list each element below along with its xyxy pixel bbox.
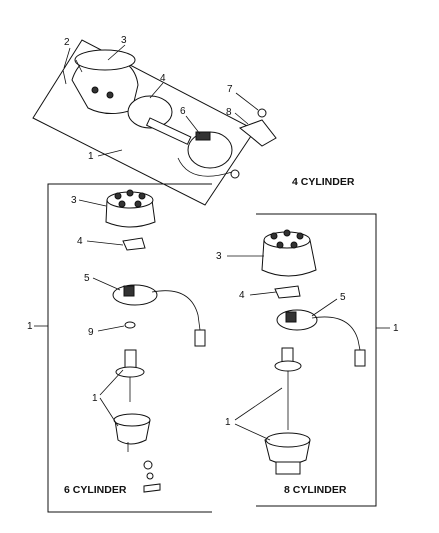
callout-7: 7	[227, 84, 233, 95]
callout-4: 4	[77, 236, 83, 247]
washer-6cyl	[124, 321, 136, 329]
callout-5: 5	[340, 292, 346, 303]
wire-connector-6cyl	[194, 329, 206, 347]
eight-cylinder-frame	[256, 213, 377, 507]
callout-3: 3	[121, 35, 127, 46]
callout-3: 3	[71, 195, 77, 206]
screw-4cyl	[75, 59, 83, 73]
callout-1-frame: 1	[27, 321, 33, 332]
nut-6cyl	[143, 460, 153, 470]
rotor-6cyl	[122, 237, 146, 251]
six-cylinder-group: 3 4 5 9 1 1 6 CYLINDER	[27, 183, 212, 513]
rotor-4cyl	[127, 95, 173, 129]
pickup-wire-8cyl	[311, 316, 361, 351]
screw-4cyl	[62, 69, 67, 85]
callout-6: 6	[180, 106, 186, 117]
caption-6-cylinder: 6 CYLINDER	[64, 484, 127, 496]
callout-1: 1	[92, 393, 98, 404]
pickup-wire-6cyl	[151, 290, 201, 331]
four-cylinder-group: 2 3 4 6 7 8 1 4 CYLINDER	[32, 35, 355, 206]
callout-1: 1	[225, 417, 231, 428]
callout-4: 4	[239, 290, 245, 301]
callout-2: 2	[64, 37, 70, 48]
caption-4-cylinder: 4 CYLINDER	[292, 176, 355, 188]
clamp-bolt	[257, 108, 267, 118]
caption-8-cylinder: 8 CYLINDER	[284, 484, 347, 496]
six-cylinder-frame	[47, 183, 212, 513]
callout-9: 9	[88, 327, 94, 338]
distributor-cap-8cyl	[261, 239, 317, 277]
callout-3: 3	[216, 251, 222, 262]
clamp-6cyl	[143, 483, 161, 493]
callout-8: 8	[226, 107, 232, 118]
hold-down-clamp	[238, 119, 277, 147]
pickup-plate-6cyl	[112, 284, 158, 306]
callout-1-frame: 1	[393, 323, 399, 334]
callout-1: 1	[88, 151, 94, 162]
eight-cylinder-group: 3 4 5 1 1 8 CYLINDER	[216, 213, 399, 507]
wire-connector-8cyl	[354, 349, 366, 367]
shaft-4cyl	[145, 117, 192, 145]
pickup-plate-8cyl	[276, 309, 318, 331]
rotor-8cyl	[274, 285, 301, 299]
callout-4: 4	[160, 73, 166, 84]
washer-small-6cyl	[146, 472, 154, 480]
callout-5: 5	[84, 273, 90, 284]
